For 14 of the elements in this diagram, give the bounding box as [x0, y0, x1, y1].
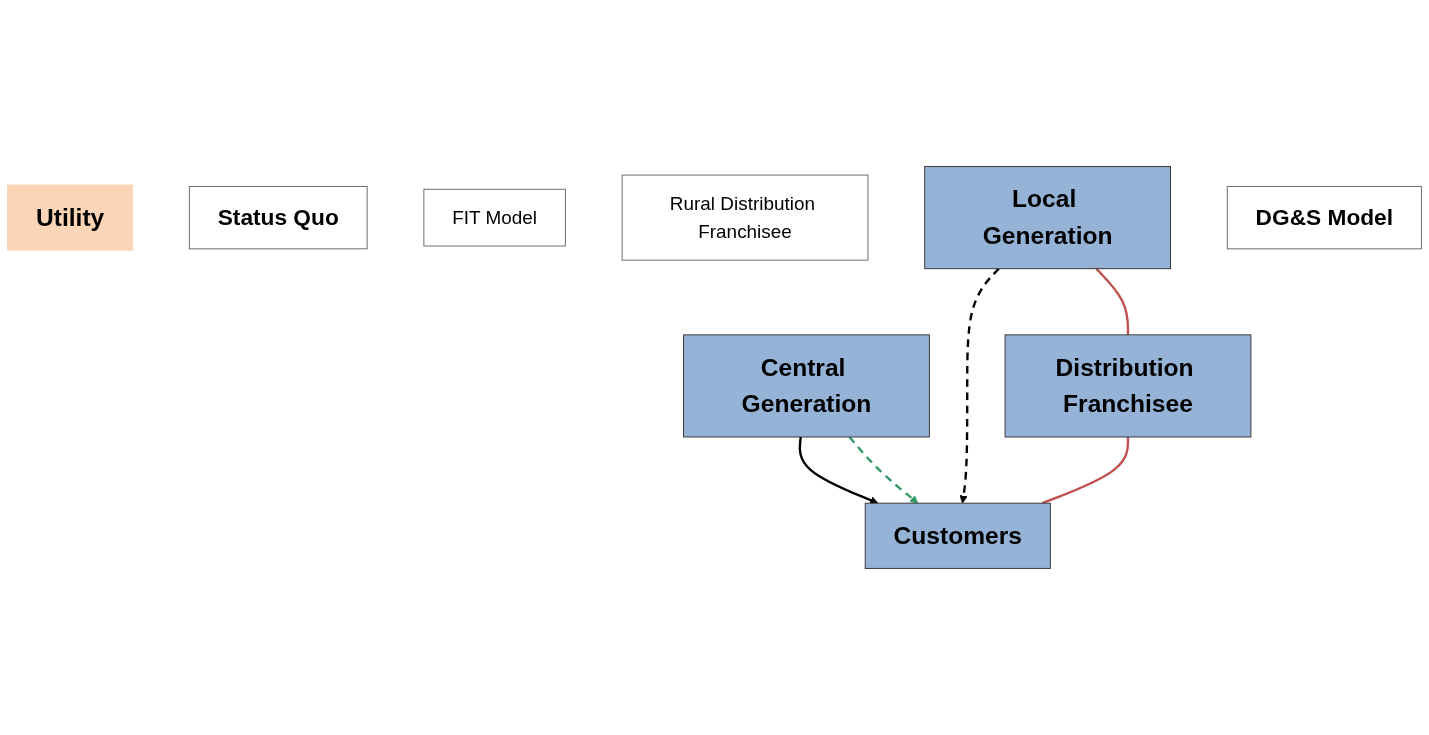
connector	[1095, 267, 1130, 335]
node-box: Utility	[7, 184, 134, 251]
node-box: Local Generation	[924, 166, 1171, 270]
arrow	[848, 436, 919, 504]
connector	[1041, 437, 1130, 505]
arrow	[798, 436, 879, 505]
node-box: Status Quo	[188, 185, 368, 250]
node-box: Central Generation	[683, 334, 930, 438]
node-box: Customers	[864, 502, 1051, 569]
node-box: Rural Distribution Franchisee	[621, 174, 869, 261]
node-box: DG&S Model	[1226, 185, 1422, 250]
node-box: Distribution Franchisee	[1004, 334, 1252, 438]
arrow	[959, 267, 1000, 504]
node-box: FIT Model	[423, 188, 566, 247]
